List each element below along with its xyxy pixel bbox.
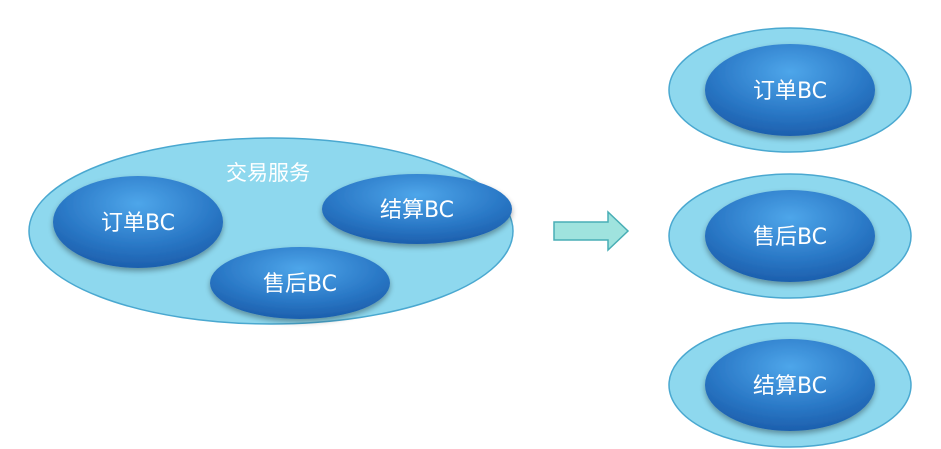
right-arrow-icon bbox=[553, 210, 630, 252]
right-service-order: 订单BC bbox=[668, 27, 912, 153]
right-service-order-label: 订单BC bbox=[753, 79, 827, 104]
left-context-order-ellipse bbox=[53, 176, 223, 268]
left-context-aftersales: 售后BC bbox=[210, 247, 390, 319]
left-context-settlement-ellipse bbox=[322, 174, 512, 244]
left-context-order: 订单BC bbox=[53, 176, 223, 268]
right-service-aftersales-label: 售后BC bbox=[753, 225, 827, 250]
left-context-aftersales-label: 售后BC bbox=[263, 272, 337, 297]
left-context-order-label: 订单BC bbox=[101, 211, 175, 236]
right-service-settlement: 结算BC bbox=[668, 322, 912, 448]
trading-service-group: 交易服务 订单BC 结算BC 售后BC bbox=[28, 137, 514, 325]
right-service-aftersales-inner bbox=[705, 190, 875, 282]
right-service-order-inner bbox=[705, 44, 875, 136]
left-context-settlement: 结算BC bbox=[322, 174, 512, 244]
left-context-aftersales-ellipse bbox=[210, 247, 390, 319]
trading-service-title: 交易服务 bbox=[226, 161, 310, 185]
right-service-settlement-inner bbox=[705, 339, 875, 431]
right-service-aftersales: 售后BC bbox=[668, 173, 912, 299]
right-service-settlement-label: 结算BC bbox=[753, 374, 827, 399]
left-context-settlement-label: 结算BC bbox=[380, 198, 454, 223]
